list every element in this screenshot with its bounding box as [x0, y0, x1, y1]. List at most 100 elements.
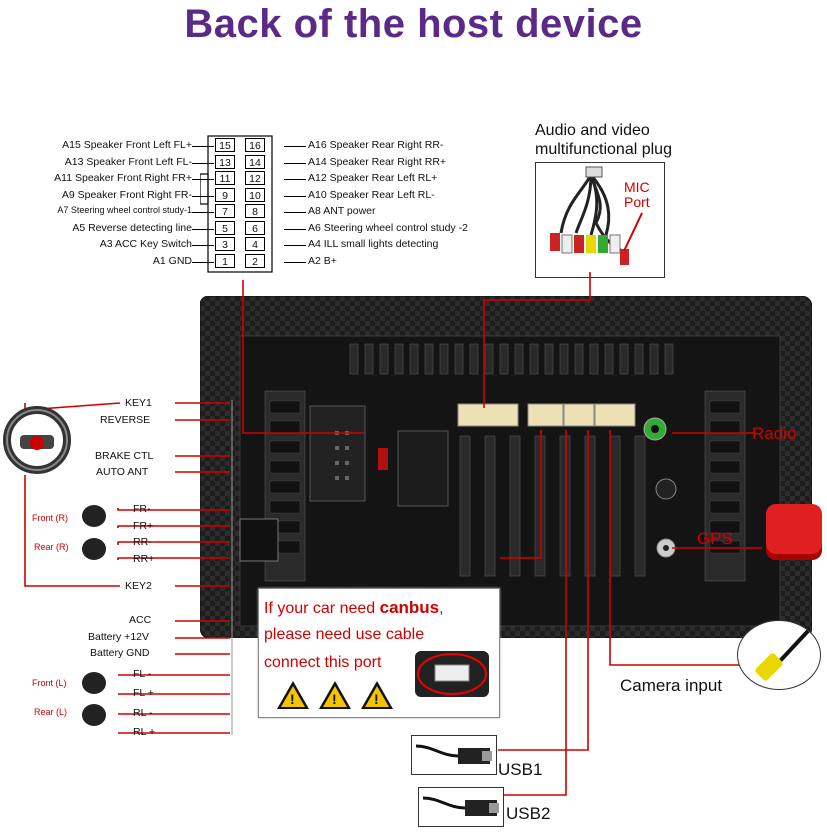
- pin-leader-line: [192, 261, 214, 263]
- canbus-line3: connect this port: [264, 654, 382, 671]
- pin-label-left: A7 Steering wheel control study-1: [57, 205, 192, 215]
- speaker-front-l-icon: [82, 672, 106, 694]
- pin-description: Steering wheel control study-1: [70, 205, 192, 215]
- wire-label-fr-minus: FR-: [133, 503, 151, 515]
- pin-number: 1: [215, 253, 235, 268]
- wire-label-rl-minus: RL -: [133, 707, 153, 719]
- pin-leader-line: [192, 162, 214, 164]
- wire-label-fr-plus: FR+: [133, 520, 154, 532]
- pin-code: A8: [308, 205, 321, 217]
- pin-number: 13: [215, 154, 235, 169]
- pin-number: 12: [245, 171, 265, 185]
- pin-code: A12: [308, 172, 327, 184]
- wire-label-auto-ant: AUTO ANT: [96, 466, 149, 478]
- pin-number: 10: [245, 187, 265, 202]
- wire-label-front-r: Front (R): [32, 513, 68, 523]
- av-plug-title-line2: multifunctional plug: [535, 141, 672, 158]
- pin-label-left: A9 Speaker Front Right FR-: [62, 189, 192, 201]
- pin-leader-line: [284, 245, 306, 246]
- pin-code: A4: [308, 238, 321, 250]
- pin-description: Speaker Front Left FL-: [86, 155, 192, 168]
- pin-description: ILL small lights detecting: [323, 238, 439, 250]
- pin-number: 6: [245, 220, 265, 235]
- canbus-line2: please need use cable: [264, 626, 425, 643]
- av-plug-image: [535, 162, 665, 278]
- canbus-line1: If your car need canbus,: [264, 597, 444, 620]
- wire-label-rr-minus: RR-: [133, 536, 152, 548]
- pin-code: A11: [54, 172, 73, 184]
- pin-label-right: A14 Speaker Rear Right RR+: [308, 156, 446, 168]
- pin-leader-line: [192, 212, 214, 213]
- pin-label-right: A16 Speaker Rear Right RR-: [308, 139, 443, 151]
- pin-description: Speaker Front Right FR+: [74, 172, 192, 184]
- usb2-image: [418, 787, 504, 827]
- wire-label-fl-minus: FL -: [133, 668, 152, 680]
- pin-leader-line: [284, 146, 306, 147]
- speaker-front-r-icon: [82, 505, 106, 527]
- pin-label-left: A3 ACC Key Switch: [100, 238, 192, 250]
- pin-description: Speaker Rear Left RL-: [329, 188, 435, 201]
- pin-code: A3: [99, 238, 113, 250]
- pin-leader-line: [284, 179, 306, 180]
- av-plug-title-line1: Audio and video: [535, 122, 650, 139]
- pin-number: 3: [215, 237, 235, 251]
- pin-code: A5: [72, 221, 86, 234]
- camera-plug-icon: [737, 620, 821, 690]
- wire-label-rl-plus: RL +: [133, 726, 156, 738]
- wire-label-key2: KEY2: [125, 580, 152, 592]
- pin-description: Reverse detecting line: [88, 221, 192, 234]
- canbus-callout: If your car need canbus, please need use…: [258, 588, 500, 718]
- pin-label-left: A11 Speaker Front Right FR+: [54, 172, 192, 184]
- pin-number: 15: [215, 138, 235, 152]
- pin-code: A16: [308, 139, 327, 151]
- pin-code: A2: [308, 254, 321, 267]
- radio-label: Radio: [752, 424, 797, 443]
- pin-label-left: A13 Speaker Front Left FL-: [65, 156, 192, 168]
- wire-label-battery12: Battery +12V: [88, 631, 149, 643]
- wire-label-front-l: Front (L): [32, 678, 67, 688]
- usb1-label: USB1: [498, 760, 543, 779]
- mic-port-label: MIC Port: [624, 180, 650, 210]
- pin-leader-line: [192, 146, 214, 147]
- pin-number: 14: [245, 154, 265, 169]
- pinout-connector: [199, 134, 280, 274]
- mic-port-line1: MIC: [624, 179, 650, 195]
- pin-number: 9: [215, 187, 235, 202]
- pin-description: ANT power: [323, 205, 376, 217]
- pin-label-right: A2 B+: [308, 255, 337, 267]
- pin-leader-line: [192, 195, 214, 197]
- pin-code: A1: [152, 254, 166, 267]
- pin-code: A14: [308, 155, 327, 168]
- page-title: Back of the host device: [184, 2, 643, 46]
- canbus-line1-prefix: If your car need: [264, 600, 380, 617]
- pin-code: A6: [308, 221, 321, 234]
- usb2-label: USB2: [506, 804, 551, 823]
- pin-description: Speaker Rear Left RL+: [329, 172, 438, 184]
- pin-number: 11: [215, 171, 235, 185]
- canbus-port-image: [415, 651, 489, 697]
- pin-leader-line: [192, 228, 214, 230]
- gps-label: GPS: [697, 529, 733, 548]
- canbus-keyword: canbus: [379, 598, 440, 617]
- pin-label-right: A8 ANT power: [308, 205, 376, 217]
- pin-number: 5: [215, 220, 235, 235]
- canbus-line1-suffix: ,: [439, 600, 444, 617]
- pin-label-right: A12 Speaker Rear Left RL+: [308, 172, 437, 184]
- connector-outline: [199, 135, 273, 273]
- pin-label-right: A6 Steering wheel control study -2: [308, 222, 468, 234]
- pin-code: A15: [62, 139, 81, 151]
- pin-number: 8: [245, 204, 265, 218]
- pin-number: 2: [245, 253, 265, 268]
- wire-label-rear-l: Rear (L): [34, 707, 68, 717]
- usb1-image: [411, 735, 497, 775]
- pin-number: 4: [245, 237, 265, 251]
- wire-label-rear-r: Rear (R): [34, 542, 69, 552]
- pin-description: Speaker Front Right FR-: [77, 188, 192, 201]
- wire-label-acc: ACC: [129, 614, 152, 626]
- wire-label-key1: KEY1: [125, 397, 152, 409]
- pin-leader-line: [284, 212, 306, 213]
- pin-description: Speaker Front Left FL+: [83, 139, 192, 151]
- pin-leader-line: [284, 261, 306, 263]
- wire-label-fl-plus: FL +: [133, 687, 154, 699]
